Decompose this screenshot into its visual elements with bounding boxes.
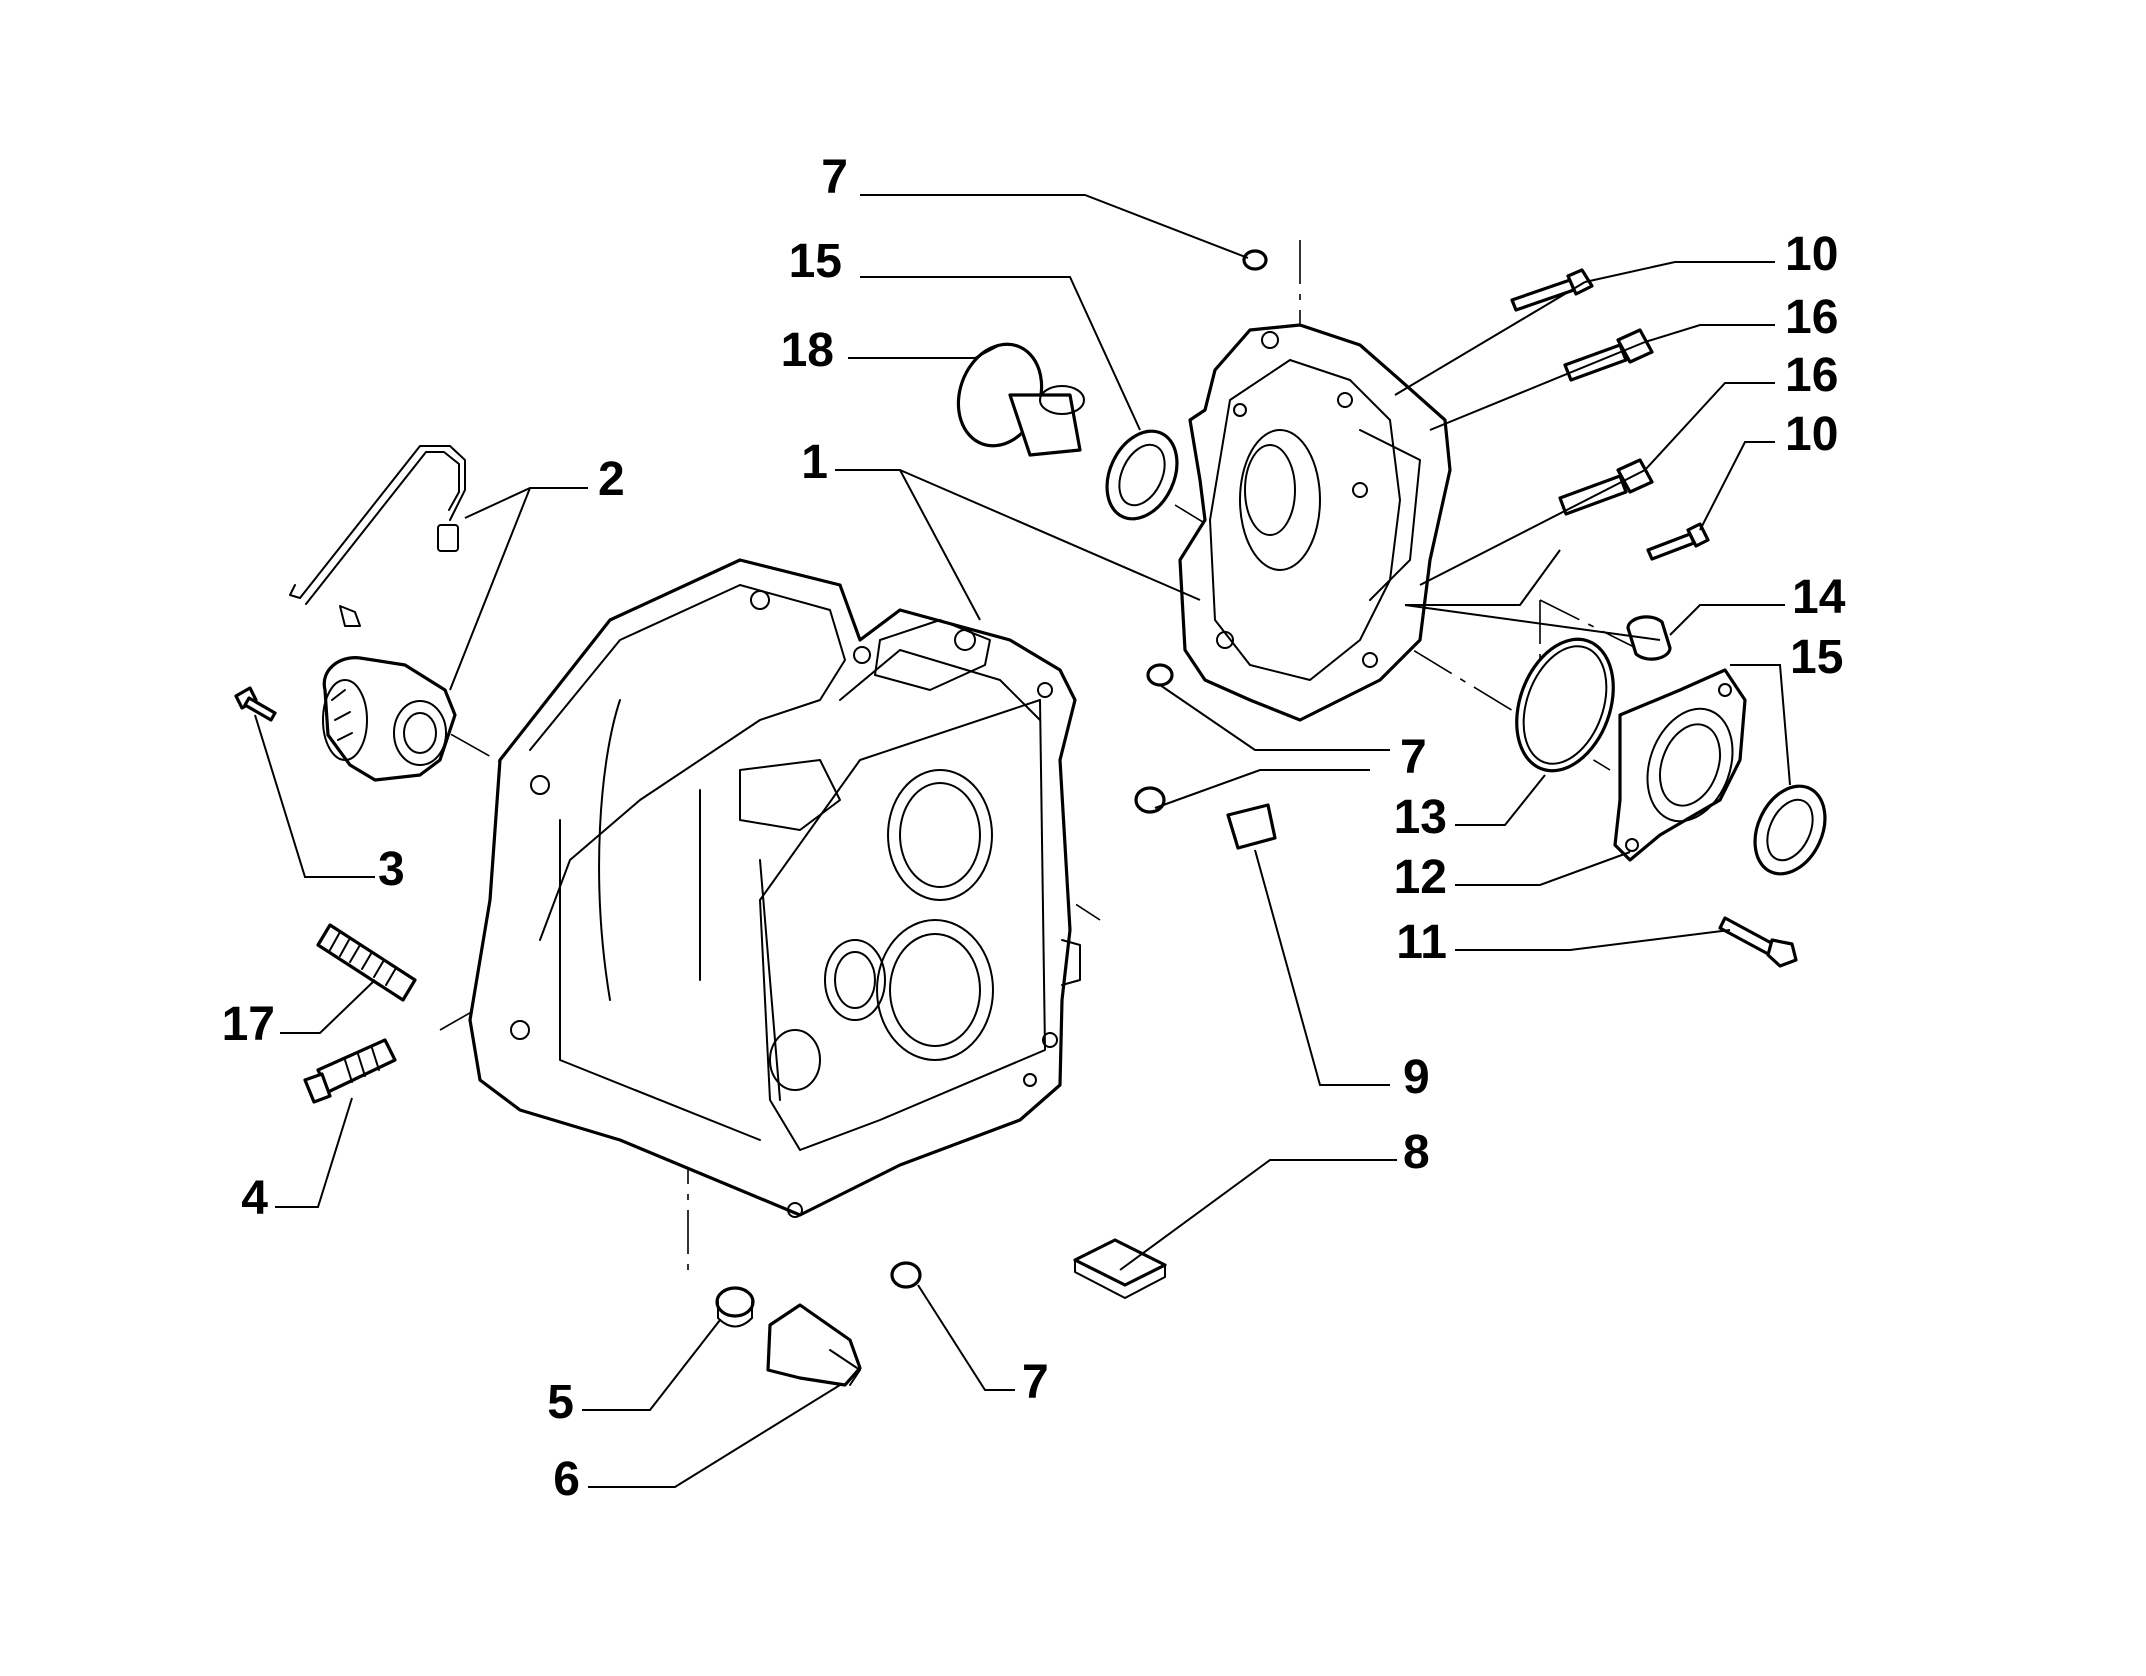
gearbox-housing-part-1 bbox=[468, 558, 1081, 1218]
callout-10-bottom: 15 bbox=[1790, 631, 1843, 684]
callout-7-middle: 7 bbox=[1400, 731, 1427, 784]
callout-10-top: 15 bbox=[789, 235, 842, 288]
callout-16-bottom: 16 bbox=[1785, 349, 1838, 402]
callout-11: 11 bbox=[1396, 916, 1447, 969]
callout-2: 2 bbox=[598, 453, 625, 506]
callout-17: 17 bbox=[222, 998, 275, 1051]
bolt-part-16-upper bbox=[1563, 328, 1654, 382]
bush-part-5 bbox=[715, 1286, 755, 1328]
plug-part-18 bbox=[956, 342, 1085, 457]
screw-part-3 bbox=[234, 686, 277, 722]
callout-16-top: 16 bbox=[1785, 291, 1838, 344]
rear-cover-part-1 bbox=[1178, 323, 1452, 722]
callout-18: 18 bbox=[781, 324, 834, 377]
callout-15-top: 10 bbox=[1785, 228, 1838, 281]
callout-3: 3 bbox=[378, 843, 405, 896]
clutch-slave-cylinder-part-2 bbox=[289, 445, 466, 782]
bearing-plate-part-12 bbox=[1613, 668, 1747, 862]
callout-5: 5 bbox=[547, 1376, 574, 1429]
dowel-pins-part-7 bbox=[890, 249, 1268, 1289]
seal-part-10-lower bbox=[1753, 784, 1827, 876]
callout-13: 13 bbox=[1394, 791, 1447, 844]
callout-7-bottom: 7 bbox=[1022, 1356, 1049, 1409]
callout-8: 8 bbox=[1403, 1126, 1430, 1179]
bolt-part-15-upper bbox=[1510, 268, 1594, 312]
callout-4: 4 bbox=[241, 1172, 268, 1225]
leader-lines bbox=[254, 194, 1791, 1488]
bolt-part-15-lower bbox=[1646, 522, 1710, 561]
screw-part-11 bbox=[1718, 916, 1798, 968]
callout-numbers: 7 15 18 1 2 3 17 4 5 6 7 7 8 9 13 12 11 … bbox=[222, 151, 1846, 1506]
tag-part-9 bbox=[1226, 803, 1277, 850]
plate-part-8 bbox=[1073, 1238, 1167, 1299]
seal-part-10-upper bbox=[1105, 429, 1179, 521]
callout-1: 1 bbox=[801, 436, 828, 489]
callout-15-bottom: 10 bbox=[1785, 408, 1838, 461]
callout-6: 6 bbox=[553, 1453, 580, 1506]
callout-14: 14 bbox=[1792, 571, 1846, 624]
sensor-part-6 bbox=[766, 1303, 862, 1387]
callout-9: 9 bbox=[1403, 1051, 1430, 1104]
sensor-part-4 bbox=[303, 1038, 397, 1104]
callout-12: 12 bbox=[1394, 851, 1447, 904]
callout-7-top: 7 bbox=[821, 151, 848, 204]
stud-part-17 bbox=[316, 923, 417, 1002]
o-ring-part-13 bbox=[1515, 637, 1615, 773]
